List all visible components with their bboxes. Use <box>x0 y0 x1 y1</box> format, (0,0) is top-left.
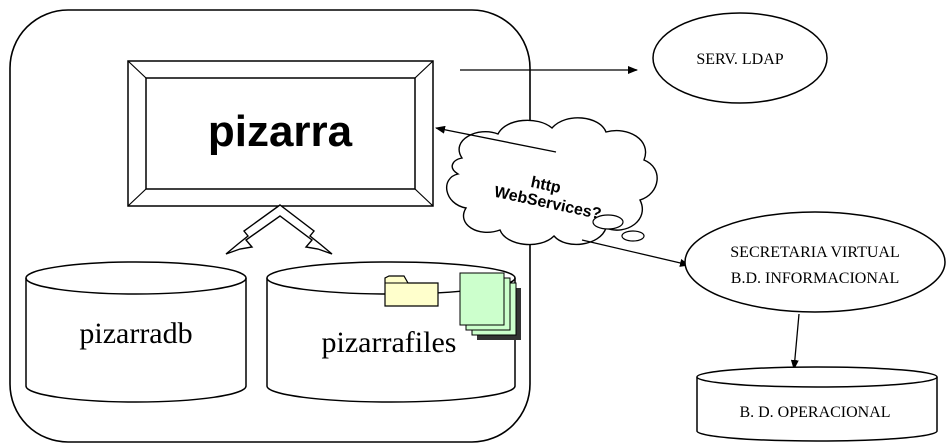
pizarradb-label: pizarradb <box>79 317 192 350</box>
arrow-to-operacional <box>790 313 800 370</box>
bubble-large <box>592 214 624 230</box>
bubble-small <box>621 230 645 242</box>
secretaria-virtual: SECRETARIA VIRTUAL B.D. INFORMACIONAL <box>684 211 946 313</box>
pizarradb-cylinder: pizarradb <box>25 261 247 403</box>
arrow-cloud-to-secretaria <box>581 239 690 267</box>
split-arrow-icon <box>225 204 333 255</box>
pizarrafiles-label: pizarrafiles <box>322 326 457 359</box>
folder-icon <box>384 275 439 307</box>
pizarra-title: pizarra <box>208 107 353 156</box>
pizarra-frame: pizarra <box>127 60 434 207</box>
cloud-line1: http <box>529 174 562 197</box>
operacional-label: B. D. OPERACIONAL <box>739 404 890 421</box>
pizarrafiles-cylinder: pizarrafiles <box>266 261 516 403</box>
secretaria-line1: SECRETARIA VIRTUAL <box>730 244 899 261</box>
ldap-label: SERV. LDAP <box>696 51 783 68</box>
arrow-cloud-to-pizarra <box>435 125 557 153</box>
webservices-cloud: http WebServices? <box>445 117 658 246</box>
documents-icon <box>459 272 521 340</box>
ldap-server: SERV. LDAP <box>652 12 828 104</box>
operacional-cylinder: B. D. OPERACIONAL <box>696 366 938 442</box>
secretaria-line2: B.D. INFORMACIONAL <box>731 270 899 287</box>
